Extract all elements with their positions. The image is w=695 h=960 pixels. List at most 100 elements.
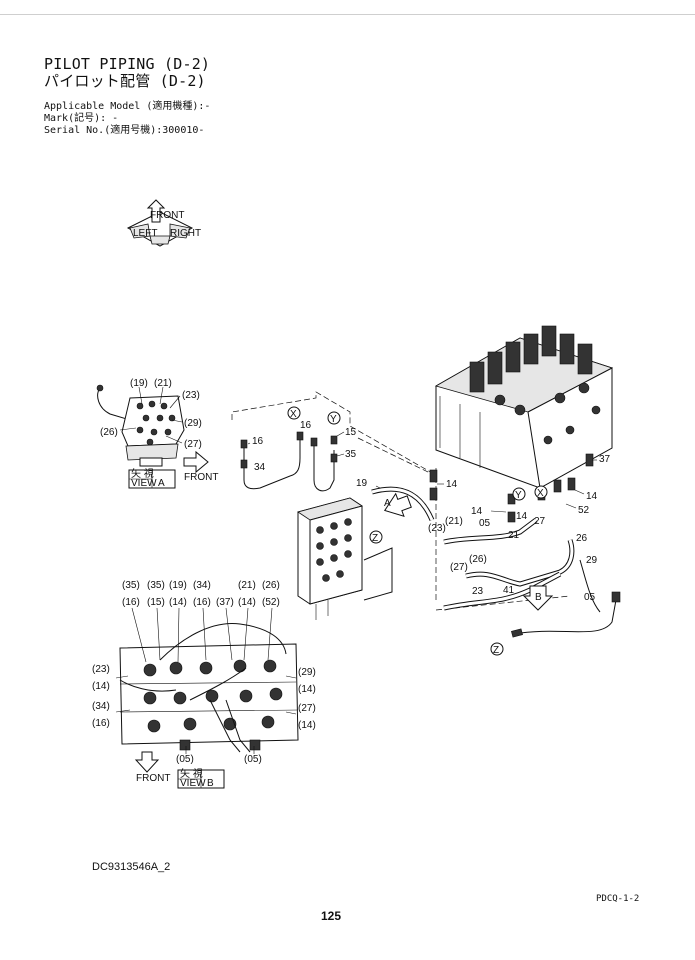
front-label-b: FRONT: [136, 773, 170, 784]
view-b-letter: B: [207, 778, 214, 789]
front-arrow-b-icon: [134, 751, 160, 773]
arrow-b-label: B: [535, 592, 542, 603]
callout-b-34: (34): [193, 580, 211, 591]
marker-y2-label: Y: [515, 490, 522, 501]
view-b-top-callouts: (35) (35) (19) (34) (21) (26) (16) (15) …: [122, 580, 280, 663]
compass-left-label: LEFT: [133, 228, 157, 239]
marker-z2-circle: [490, 642, 504, 656]
view-a-label-box: 矢 視 VIEW A: [128, 467, 176, 489]
callout-14-b: 14: [471, 506, 483, 517]
view-a-detail: (19) (21) (23) (26) (29) (27) 矢 視 VIEW A…: [96, 378, 218, 489]
view-b-label-box: 矢 視 VIEW B: [177, 767, 225, 789]
callout-14-d: 14: [586, 491, 598, 502]
page-code: PDCQ-1-2: [596, 894, 640, 904]
control-valve-assembly: [434, 325, 614, 489]
view-a-ports: [136, 400, 176, 446]
marker-x-circle: [287, 406, 301, 420]
compass-right-label: RIGHT: [170, 228, 201, 239]
callout-a-23: (23): [182, 390, 200, 401]
view-a-letter: A: [158, 478, 165, 489]
callout-b-52: (52): [262, 597, 280, 608]
callout-19: 19: [356, 478, 368, 489]
callout-37: 37: [599, 454, 611, 465]
document-id: DC9313546A_2: [92, 861, 171, 873]
callout-a-19: (19): [130, 378, 148, 389]
callout-14-a: 14: [446, 479, 458, 490]
callout-b-16b: (16): [193, 597, 211, 608]
callout-a-26: (26): [100, 427, 118, 438]
marker-y2-circle: [512, 487, 526, 501]
callout-41: 41: [503, 585, 515, 596]
view-b-kanji: 矢 視: [180, 767, 203, 780]
callout-b-14r1: (14): [298, 684, 316, 695]
marker-y-label: Y: [330, 414, 337, 425]
valve-spools: [469, 325, 601, 445]
callout-b-37: (37): [216, 597, 234, 608]
view-b-detail: (35) (35) (19) (34) (21) (26) (16) (15) …: [92, 580, 316, 789]
compass-front-label: FRONT: [150, 210, 184, 221]
callout-b-16a: (16): [122, 597, 140, 608]
callout-05-b: 05: [584, 592, 596, 603]
view-a-kanji: 矢 視: [131, 467, 154, 480]
callout-21: 21: [508, 530, 520, 541]
callout-27p: (27): [450, 562, 468, 573]
marker-y-circle: [327, 411, 341, 425]
callout-b-16l: (16): [92, 718, 110, 729]
callout-b-14b: (14): [238, 597, 256, 608]
callout-b-21: (21): [238, 580, 256, 591]
callout-b-14c: (14): [92, 681, 110, 692]
marker-x-label: X: [290, 409, 297, 420]
callout-26p: (26): [469, 554, 487, 565]
top-rule: [0, 14, 695, 15]
callout-b-35a: (35): [122, 580, 140, 591]
title-english: PILOT PIPING (D-2): [44, 55, 211, 73]
marker-x2-circle: [534, 485, 548, 499]
callout-b-34l: (34): [92, 701, 110, 712]
view-a-word: VIEW: [131, 478, 157, 489]
callout-34: 34: [254, 462, 266, 473]
callout-b-05b: (05): [244, 754, 262, 765]
callout-b-27: (27): [298, 703, 316, 714]
page-number: 125: [321, 909, 342, 923]
callout-b-26: (26): [262, 580, 280, 591]
marker-x2-label: X: [537, 488, 544, 499]
mark-line: Mark(記号): -: [44, 113, 119, 124]
marker-z-circle: [369, 530, 383, 544]
pilot-valve-block: [297, 497, 393, 620]
marker-z2-label: Z: [493, 645, 499, 656]
callout-a-21: (21): [154, 378, 172, 389]
callout-16: 16: [252, 436, 264, 447]
direction-arrow-a-icon: [384, 492, 412, 518]
callout-b-35b: (35): [147, 580, 165, 591]
callout-b-14r2: (14): [298, 720, 316, 731]
callout-05-a: 05: [479, 518, 491, 529]
callout-21p: (21): [445, 516, 463, 527]
applicability-block: Applicable Model (適用機種):- Mark(記号): - Se…: [44, 101, 210, 137]
callout-a-29: (29): [184, 418, 202, 429]
callout-a-27: (27): [184, 439, 202, 450]
applicable-model: Applicable Model (適用機種):-: [44, 101, 211, 112]
front-label-a: FRONT: [184, 472, 218, 483]
hose-assembly-16-34: 16 34 X 16: [240, 406, 312, 490]
front-arrow-a-icon: [183, 450, 209, 474]
title-block: PILOT PIPING (D-2) パイロット配管 (D-2): [44, 56, 210, 90]
callout-27: 27: [534, 516, 546, 527]
callout-23: 23: [472, 586, 484, 597]
callout-29: 29: [586, 555, 598, 566]
callout-b-15: (15): [147, 597, 165, 608]
callout-b-14a: (14): [169, 597, 187, 608]
callout-b-05a: (05): [176, 754, 194, 765]
serial-number: Serial No.(適用号機):300010-: [44, 125, 205, 136]
callout-16b: 16: [300, 420, 312, 431]
marker-z-label: Z: [372, 533, 378, 544]
hose-assembly-15-35: Y 15 35: [310, 411, 357, 492]
callout-b-29: (29): [298, 667, 316, 678]
callout-35: 35: [345, 449, 357, 460]
callout-52: 52: [578, 505, 590, 516]
callout-14-c: 14: [516, 511, 528, 522]
direction-arrow-b-icon: [522, 585, 554, 611]
callout-b-19: (19): [169, 580, 187, 591]
main-hoses: A B: [371, 486, 621, 638]
callout-b-23: (23): [92, 664, 110, 675]
